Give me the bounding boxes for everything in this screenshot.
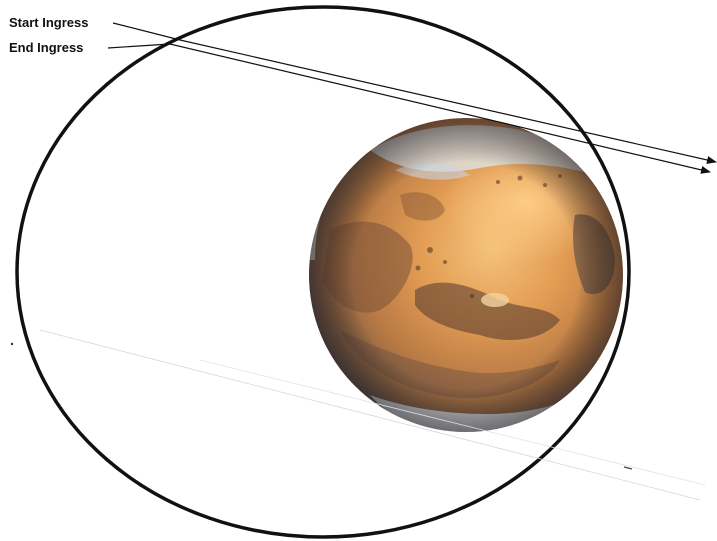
orbit-ellipse xyxy=(15,5,631,539)
trace-point xyxy=(10,342,14,346)
trace-tick xyxy=(623,466,633,470)
mars-planet-icon xyxy=(309,118,623,432)
end-ingress-line xyxy=(107,43,711,174)
start-ingress-label: Start Ingress xyxy=(9,15,89,30)
faint-trace-line xyxy=(39,329,701,501)
end-ingress-label: End Ingress xyxy=(9,40,84,55)
faint-trace-line xyxy=(199,359,706,486)
start-ingress-line xyxy=(112,22,717,164)
